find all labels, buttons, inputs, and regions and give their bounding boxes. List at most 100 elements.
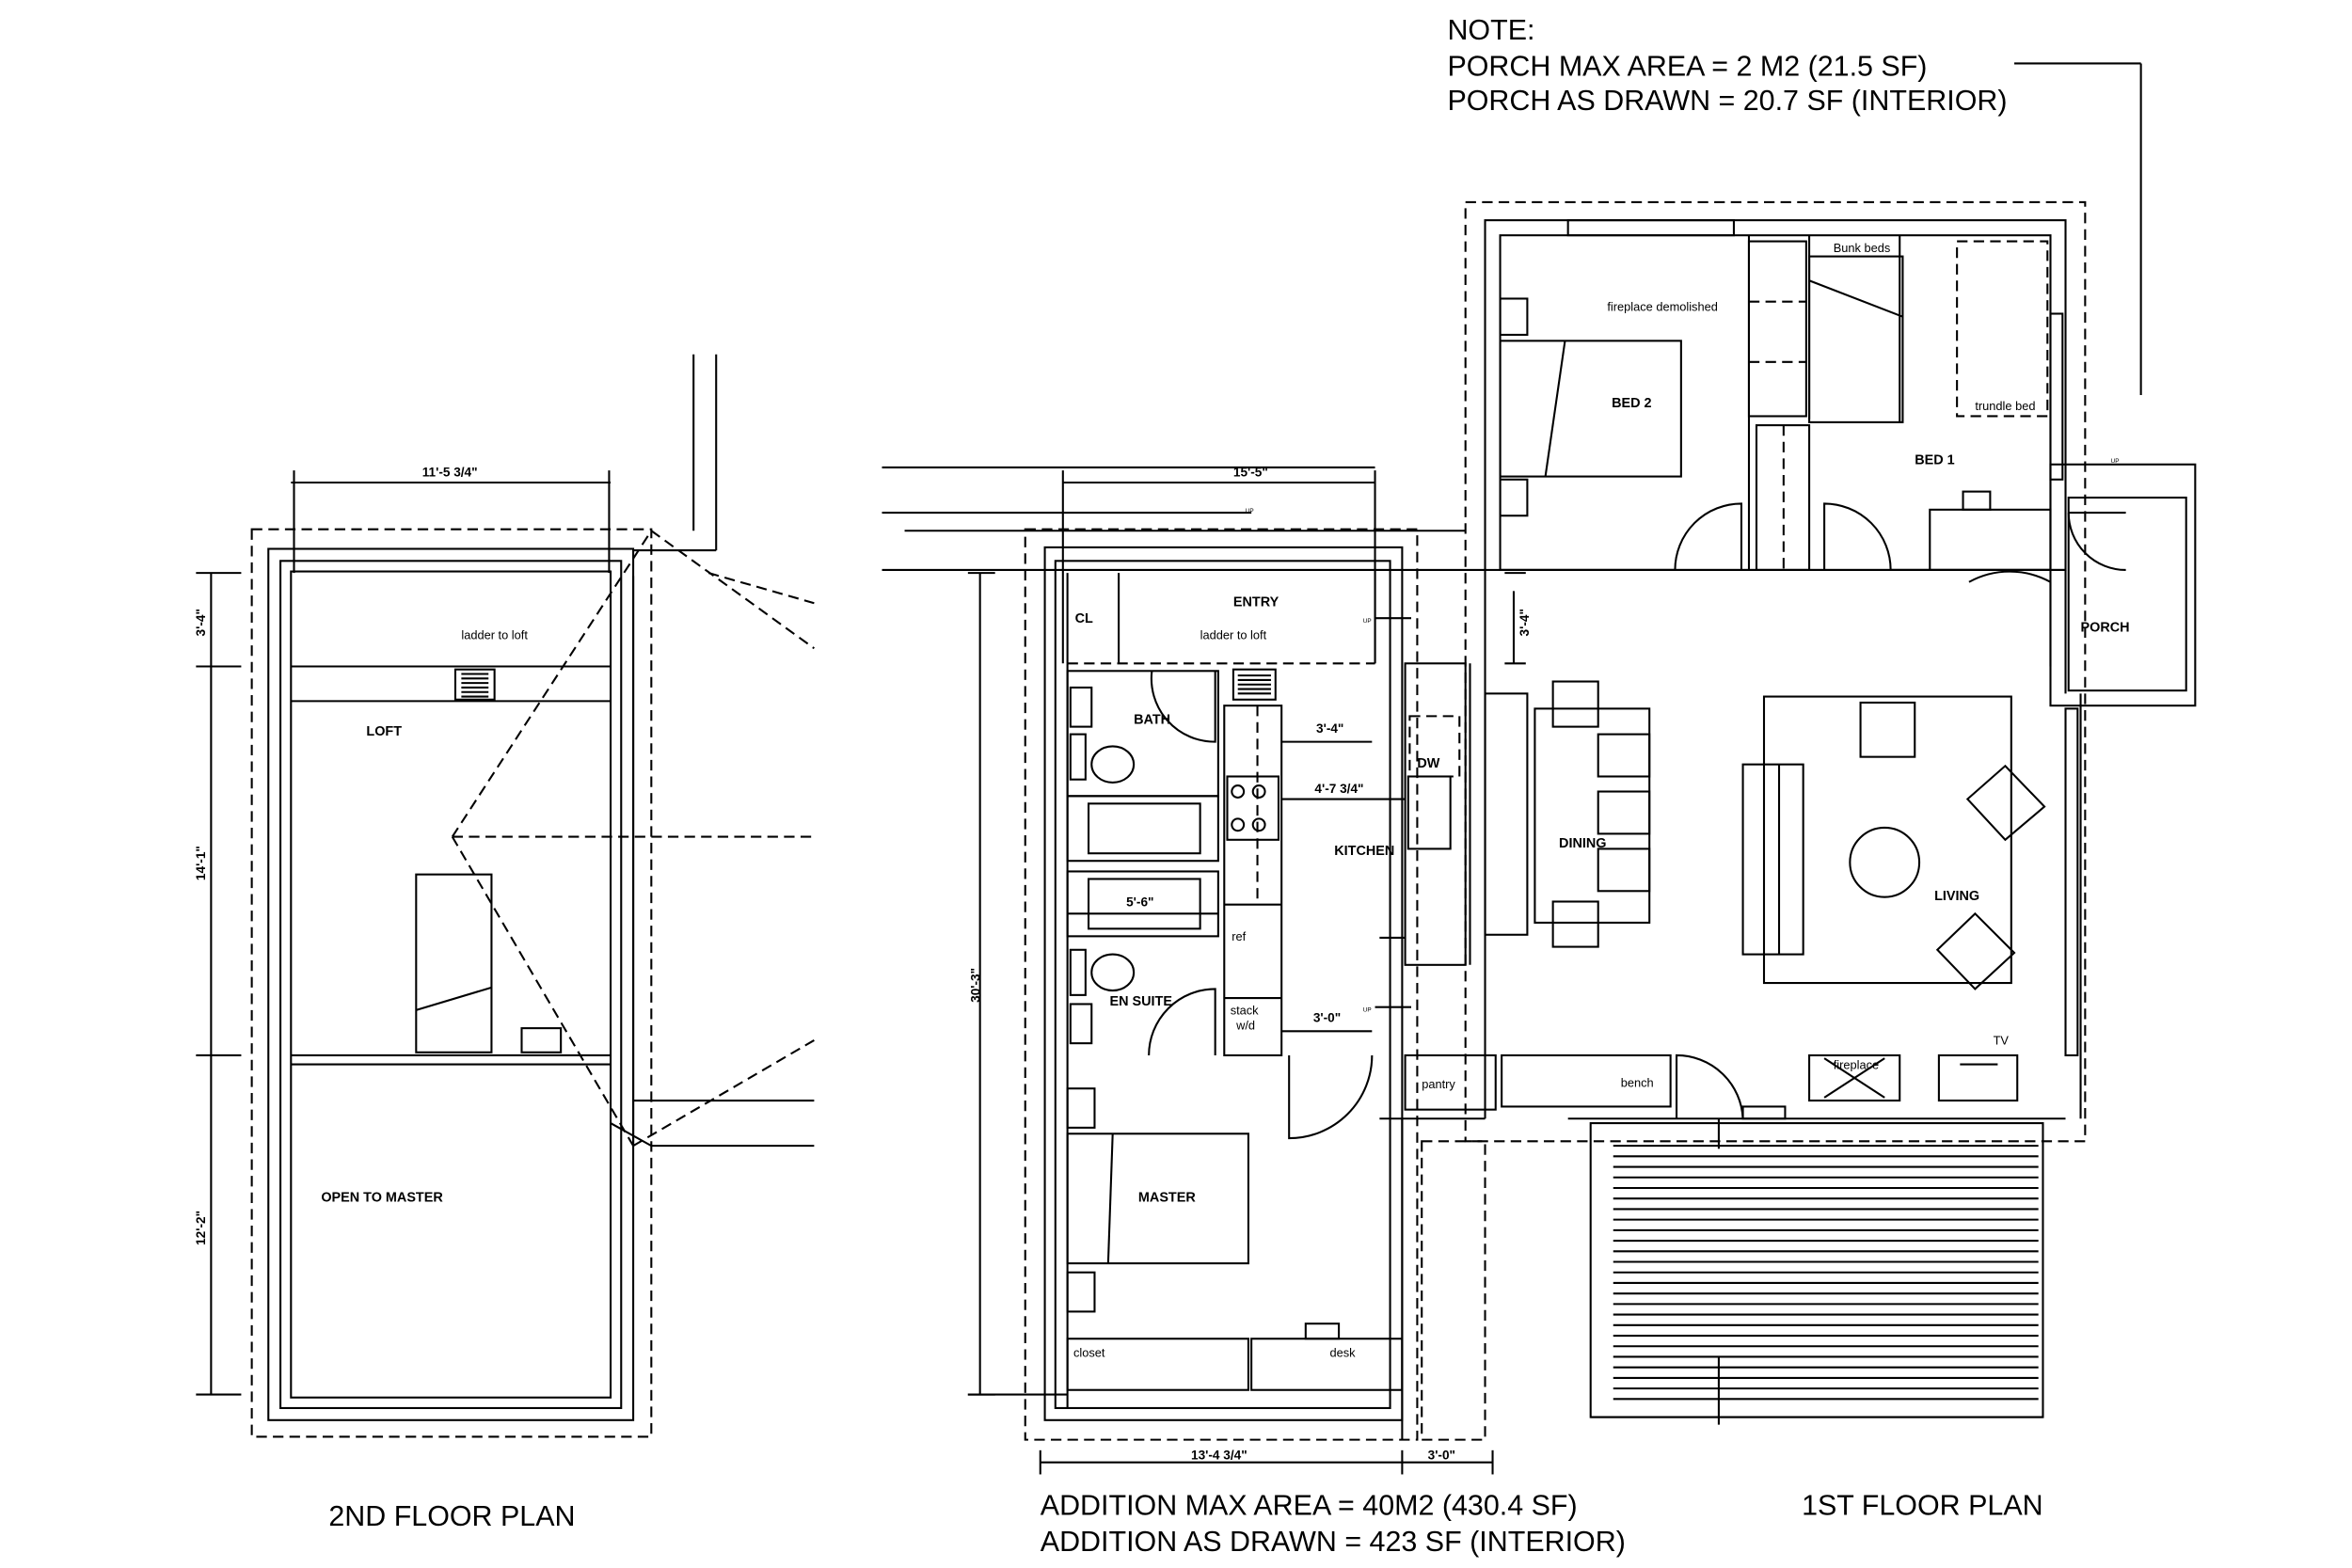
existing-wall-inner	[1499, 234, 2052, 571]
pantry	[1404, 1053, 1497, 1111]
sofa	[1741, 763, 1804, 956]
existing-wall-outer	[1484, 219, 2067, 571]
first-floor-labels: BED 2 fireplace demolished Bunk beds BED…	[1073, 241, 2130, 1360]
stair-diag	[416, 986, 492, 1011]
step	[1741, 1105, 1787, 1120]
box-2f	[520, 1027, 563, 1053]
fireplace-x	[1823, 1057, 1885, 1099]
toilet-tank	[1069, 948, 1087, 996]
label-stack: stack	[1231, 1004, 1259, 1018]
door-swing-bed1	[1823, 502, 1892, 570]
label-loft: LOFT	[366, 724, 402, 739]
ladder	[1232, 668, 1277, 701]
toilet-tank	[1069, 733, 1087, 781]
label-fireplace: fireplace	[1834, 1057, 1879, 1071]
note-line-2: PORCH AS DRAWN = 20.7 SF (INTERIOR)	[1447, 85, 2007, 117]
label-closet-cl: CL	[1075, 611, 1093, 626]
stair-void-2f	[415, 873, 493, 1053]
label-tv: TV	[1994, 1034, 2010, 1048]
ottoman	[1859, 701, 1916, 758]
fireplace	[1808, 1053, 1901, 1102]
label-dishwasher: DW	[1417, 756, 1439, 771]
peninsula	[1484, 692, 1529, 936]
label-trundle-bed: trundle bed	[1975, 399, 2035, 413]
ladder-2f	[453, 668, 496, 701]
wall-inner2-2f	[290, 570, 612, 1399]
toilet	[1090, 953, 1136, 992]
label-bed-1: BED 1	[1915, 453, 1954, 468]
tub-inner-2	[1088, 878, 1201, 930]
porch-inner	[2067, 496, 2187, 692]
nightstand	[1066, 1087, 1096, 1129]
closet-1	[1747, 240, 1807, 418]
label-pantry: pantry	[1422, 1077, 1455, 1091]
closet	[1066, 1338, 1249, 1391]
first-floor-dimensions: 15'-5" 3'-4" 3'-4" 4'-7 3/4" 5'-6" 3'-0"…	[969, 466, 1532, 1463]
dim-bottom-2: 3'-0"	[1428, 1448, 1455, 1462]
desk	[1250, 1338, 1404, 1391]
dim-bath: 5'-6"	[1126, 895, 1153, 909]
addition-wall-inner	[1054, 560, 1391, 1410]
burner	[1251, 784, 1266, 799]
bunk-bed	[1808, 255, 1904, 423]
label-desk: desk	[1329, 1345, 1356, 1359]
existing-outline-dashed	[1464, 200, 2087, 1143]
tub-inner	[1088, 802, 1201, 855]
dim-overall-height: 30'-3"	[969, 968, 983, 1003]
burner	[1231, 817, 1246, 832]
porch-outer	[2049, 463, 2197, 707]
label-ladder-1f: ladder to loft	[1200, 628, 1267, 642]
note-heading: NOTE:	[1447, 14, 1534, 46]
dim-2f-d3: 12'-2"	[194, 1211, 208, 1245]
label-up-3: UP	[1363, 1006, 1372, 1013]
note-line-1: PORCH MAX AREA = 2 M2 (21.5 SF)	[1447, 50, 1927, 82]
roof-hip	[451, 530, 815, 1147]
label-bench: bench	[1621, 1076, 1654, 1090]
label-up-2: UP	[1363, 618, 1372, 625]
bed-2	[1499, 340, 1682, 478]
door-living	[1676, 1053, 1744, 1119]
burner	[1231, 784, 1246, 799]
dim-2f-top: 11'-5 3/4"	[422, 466, 478, 480]
plan-linework	[196, 62, 2197, 1475]
bath-door	[1150, 671, 1216, 743]
label-kitchen: KITCHEN	[1334, 844, 1394, 859]
dim-2f-d1: 3'-4"	[194, 609, 208, 636]
armchair	[1965, 764, 2046, 842]
door-swing-bed2	[1674, 502, 1743, 570]
bunk-line	[1808, 279, 1903, 318]
label-master: MASTER	[1138, 1190, 1196, 1205]
rug	[1762, 695, 2012, 985]
deck-outline-dashed	[1421, 1140, 1486, 1441]
label-bath: BATH	[1134, 712, 1170, 727]
nightstand	[1066, 1271, 1096, 1313]
wall-inner-2f	[279, 560, 623, 1410]
label-en-suite: EN SUITE	[1109, 994, 1172, 1009]
label-up-1: UP	[1246, 508, 1254, 515]
ensuite-door	[1148, 988, 1216, 1055]
master-bed	[1066, 1132, 1249, 1265]
addition-wall-outer	[1043, 546, 1404, 1421]
existing-wall	[610, 1122, 652, 1148]
label-living: LIVING	[1934, 889, 1979, 904]
label-porch: PORCH	[2081, 621, 2130, 636]
counter-left	[1223, 705, 1283, 1057]
stove	[1226, 775, 1280, 841]
porch-door-2	[1968, 570, 2052, 667]
wall-outer-2f	[267, 547, 635, 1421]
dim-bottom: 13'-4 3/4"	[1191, 1448, 1248, 1462]
first-floor-title: 1ST FLOOR PLAN	[1802, 1490, 2043, 1522]
counter-right	[1404, 662, 1467, 966]
addition-as-drawn: ADDITION AS DRAWN = 423 SF (INTERIOR)	[1041, 1526, 1626, 1558]
chair	[1597, 733, 1651, 778]
bed2-fold	[1544, 341, 1566, 477]
label-wd: w/d	[1235, 1019, 1255, 1033]
sink	[1069, 686, 1093, 728]
second-floor-title: 2ND FLOOR PLAN	[328, 1500, 575, 1532]
tub-2	[1066, 870, 1219, 938]
dim-hall: 3'-0"	[1313, 1011, 1341, 1025]
porch-note: NOTE: PORCH MAX AREA = 2 M2 (21.5 SF) PO…	[1447, 14, 2007, 117]
sink-k	[1406, 775, 1452, 850]
chair	[1551, 900, 1599, 948]
